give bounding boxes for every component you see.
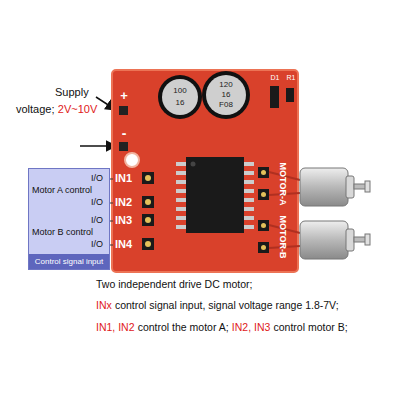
band-label: Control signal input	[35, 257, 103, 266]
polarity-mark: +	[120, 89, 128, 103]
io-label: I/O	[91, 198, 103, 208]
input-header	[142, 172, 154, 250]
terminal-label: MOTOR-B	[277, 216, 287, 259]
diode	[270, 86, 279, 108]
chip-dot	[191, 162, 196, 167]
note-line: Two independent drive DC motor;	[96, 278, 256, 291]
resistor	[286, 88, 294, 102]
signal-band: Control signal input	[29, 254, 109, 269]
note-text: control the motor A;	[138, 321, 229, 333]
terminal-label: MOTOR-A	[277, 163, 287, 206]
pcb-board	[112, 70, 298, 272]
header-pin	[145, 175, 151, 247]
io-label: I/O	[91, 240, 103, 250]
supply-line: voltage;2V~10V	[16, 103, 101, 116]
pin-label: IN3	[115, 214, 132, 226]
note-text: control signal input, signal voltage ran…	[115, 299, 339, 311]
io-label: I/O	[91, 174, 103, 184]
note-line: INxcontrol signal input, signal voltage …	[96, 299, 342, 312]
capacitor-marking: 100	[173, 87, 186, 96]
pin-label: IN2	[115, 196, 132, 208]
note-text: voltage;	[16, 103, 55, 115]
supply-arrow	[80, 145, 116, 147]
supply-label: Supply	[55, 86, 89, 98]
note-text: INx	[96, 299, 112, 311]
io-label: I/O	[91, 216, 103, 226]
group-label: Motor A control	[32, 186, 92, 196]
power-pad	[119, 142, 128, 151]
pin-label: IN4	[115, 238, 132, 250]
dc-motor	[300, 168, 370, 206]
part-label: R1	[287, 74, 296, 82]
note-text: IN2, IN3	[232, 321, 271, 333]
part-label: D1	[271, 74, 280, 82]
power-pad	[119, 106, 128, 115]
capacitor-marking: 120	[219, 81, 232, 90]
capacitor-top	[206, 75, 246, 115]
polarity-mark: -	[122, 126, 127, 141]
control-wire	[110, 179, 113, 245]
note-line: IN1, IN2control the motor A;IN2, IN3cont…	[96, 321, 351, 334]
group-label: Motor B control	[32, 228, 93, 238]
control-box: I/OMotor A controlI/OI/OMotor B controlI…	[28, 168, 110, 270]
pin-label: IN1	[115, 172, 132, 184]
capacitor-marking: 16	[176, 99, 185, 108]
note-text: IN1, IN2	[96, 321, 135, 333]
driver-chip	[186, 157, 244, 233]
capacitor-top	[162, 79, 198, 115]
dc-motor	[300, 221, 370, 259]
note-text: control motor B;	[274, 321, 348, 333]
header-pin	[261, 170, 266, 250]
capacitor	[158, 75, 202, 119]
output-header	[258, 167, 269, 253]
mounting-hole	[125, 153, 139, 167]
capacitor	[202, 71, 250, 119]
capacitor-marking: 16	[222, 91, 231, 100]
capacitor-marking: F08	[219, 101, 233, 110]
note-text: Two independent drive DC motor;	[96, 278, 252, 290]
note-text: 2V~10V	[58, 103, 97, 115]
